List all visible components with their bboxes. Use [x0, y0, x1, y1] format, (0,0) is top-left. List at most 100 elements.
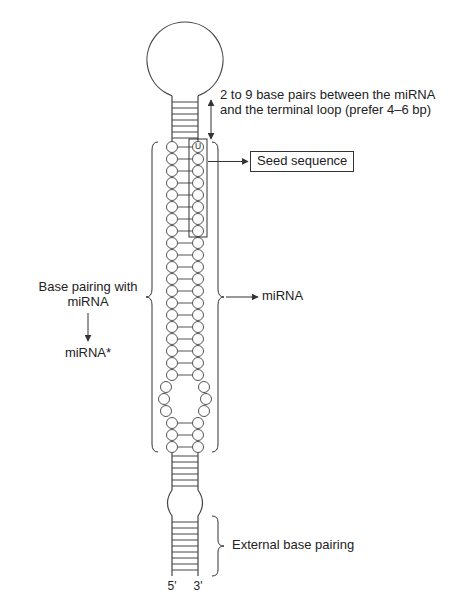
nucleotide: [167, 238, 178, 249]
base-pair-rung: [178, 315, 193, 316]
nucleotide: [167, 358, 178, 369]
nucleotide: [167, 190, 178, 201]
base-pair-rung: [172, 522, 198, 523]
mirna-label: miRNA: [262, 289, 303, 304]
base-pair-rung: [178, 447, 193, 448]
nucleotide: [193, 322, 204, 333]
nucleotide: [167, 178, 178, 189]
nucleotide: [193, 214, 204, 225]
nucleotide: [193, 202, 204, 213]
base-pair-rung: [172, 552, 198, 553]
base-pair-rung: [178, 171, 193, 172]
base-pair-rung: [178, 219, 193, 220]
base-pair-rung: [172, 120, 198, 121]
base-pair-rung: [178, 423, 193, 424]
nucleotide: [193, 286, 204, 297]
leader-lines: [208, 161, 258, 297]
base-pair-rung: [178, 435, 193, 436]
nucleotide: [193, 238, 204, 249]
nucleotide: [193, 274, 204, 285]
seed-outline: [189, 139, 207, 237]
label-text: miRNA*: [58, 346, 118, 361]
nucleotide: [193, 346, 204, 357]
box-text: Seed sequence: [257, 154, 347, 169]
nucleotide: [193, 178, 204, 189]
base-pair-rung: [178, 303, 193, 304]
seed-leader: [208, 161, 248, 162]
base-pair-rung: [172, 486, 198, 487]
base-pair-rung: [178, 375, 193, 376]
nucleotide: [167, 430, 178, 441]
base-pair-rung: [178, 231, 193, 232]
callout-box: Seed sequence: [250, 151, 354, 172]
base-pair-rung: [172, 540, 198, 541]
base-pair-rung: [172, 558, 198, 559]
label-text: 3': [191, 580, 205, 594]
nucleotide-circles: [159, 142, 212, 453]
nucleotide: [167, 262, 178, 273]
base-pair-rung: [172, 570, 198, 571]
stem-rail: [197, 96, 198, 142]
nucleotide: [193, 370, 204, 381]
nucleotide: [167, 250, 178, 261]
nucleotide: [193, 166, 204, 177]
external-brace: [212, 516, 224, 576]
nucleotide: [193, 310, 204, 321]
nucleotide: [167, 166, 178, 177]
stem-rail: [171, 96, 172, 142]
base-pair-rung: [178, 267, 193, 268]
nucleotide: [193, 358, 204, 369]
base-pair-rung: [172, 528, 198, 529]
base-pair-rung: [178, 327, 193, 328]
base-pair-rung: [172, 108, 198, 109]
nucleotide: [159, 394, 170, 405]
base-pair-rung: [178, 351, 193, 352]
nucleotide: [193, 226, 204, 237]
label-text: Base pairing with miRNA: [38, 280, 138, 310]
base-pair-rung: [178, 363, 193, 364]
nucleotide: [167, 298, 178, 309]
base-pair-rung: [172, 534, 198, 535]
base-pair-rung: [178, 195, 193, 196]
base-pair-rung: [178, 243, 193, 244]
base-pair-rung: [172, 132, 198, 133]
base-pair-rung: [172, 138, 198, 139]
star-arrow: [88, 313, 89, 341]
nucleotide: [167, 274, 178, 285]
nucleotide: [201, 394, 212, 405]
nucleotide: [193, 430, 204, 441]
nucleotide: [199, 406, 210, 417]
nucleotide: [193, 142, 204, 153]
nucleotide: [167, 310, 178, 321]
base-pair-rung: [178, 339, 193, 340]
distance-arrow: [211, 100, 212, 139]
nucleotide: [193, 418, 204, 429]
label-text: U: [192, 142, 204, 151]
external-pairing-label: External base pairing: [232, 538, 354, 553]
base-pair-rung: [172, 468, 198, 469]
base-pair-rung: [172, 564, 198, 565]
base-pair-rung: [178, 279, 193, 280]
nucleotide: [193, 262, 204, 273]
base-pair-rung: [178, 183, 193, 184]
label-text: External base pairing: [232, 538, 354, 553]
label-text: 5': [165, 580, 179, 594]
pairing-label: Base pairing with miRNA: [38, 280, 138, 310]
label-text: 2 to 9 base pairs between the miRNA and …: [220, 88, 442, 118]
stem-rail: [168, 452, 173, 576]
nucleotide: [167, 214, 178, 225]
left-brace: [146, 142, 158, 452]
right-brace: [212, 142, 224, 452]
base-pair-rung: [172, 456, 198, 457]
uracil-letter: U: [192, 142, 204, 151]
nucleotide: [167, 286, 178, 297]
nucleotide: [193, 334, 204, 345]
nucleotide: [199, 382, 210, 393]
terminal-loop: [147, 22, 223, 96]
label-text: miRNA: [262, 289, 303, 304]
nucleotide: [167, 370, 178, 381]
nucleotide: [167, 154, 178, 165]
base-pair-rung: [172, 546, 198, 547]
mirna-leader: [226, 297, 258, 298]
